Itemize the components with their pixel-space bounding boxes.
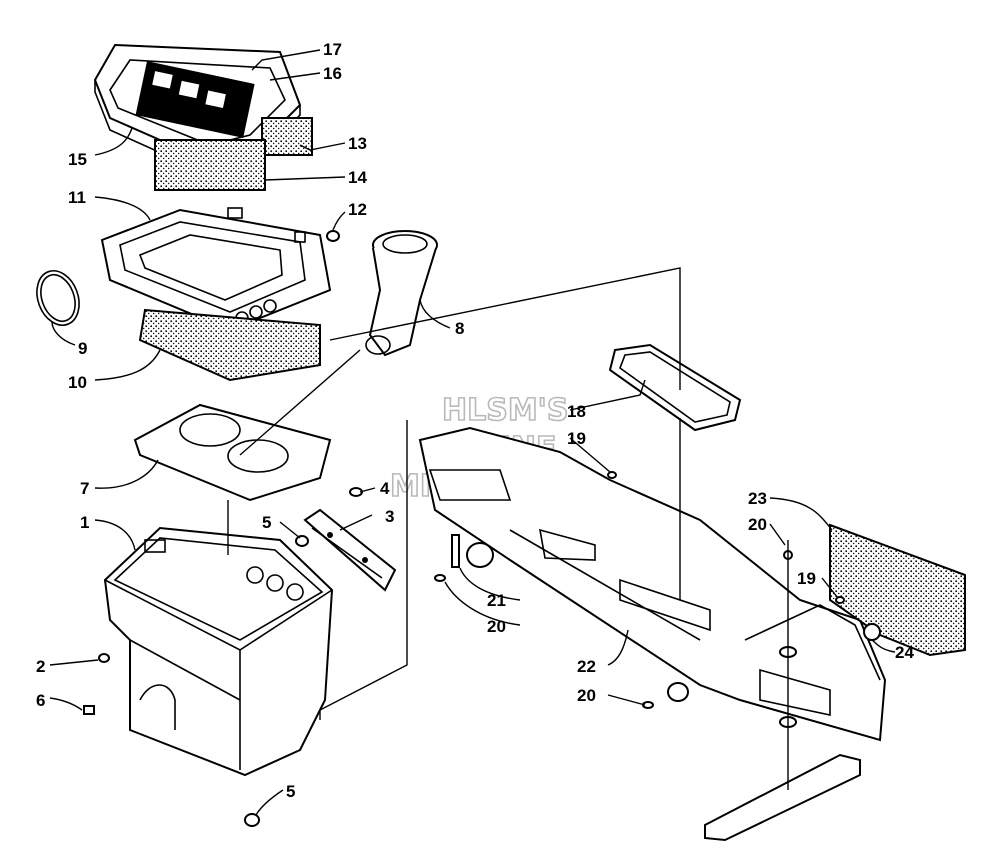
callout-20-left: 20 xyxy=(487,617,506,636)
callout-14: 14 xyxy=(348,168,367,187)
part-foam-10 xyxy=(138,308,321,382)
callout-15: 15 xyxy=(68,150,87,169)
callout-10: 10 xyxy=(68,373,87,392)
callout-21: 21 xyxy=(487,591,506,610)
callout-12: 12 xyxy=(348,200,367,219)
callout-17: 17 xyxy=(323,40,342,59)
part-bracket xyxy=(303,508,397,592)
callout-20-bottom: 20 xyxy=(577,686,596,705)
part-gasket-plate xyxy=(133,403,332,502)
callout-1: 1 xyxy=(80,513,89,532)
part-clamp xyxy=(36,270,80,326)
callout-6: 6 xyxy=(36,691,45,710)
part-tray xyxy=(100,207,332,332)
part-foam-23 xyxy=(829,523,966,657)
part-foam-pads-upper xyxy=(154,117,313,191)
callout-18: 18 xyxy=(567,402,586,421)
watermark-line-1: HLSM'S xyxy=(442,393,568,428)
callout-11: 11 xyxy=(68,188,86,207)
callout-5-lower: 5 xyxy=(286,782,295,801)
hardware-screws xyxy=(83,487,363,827)
callout-8: 8 xyxy=(455,319,464,338)
callout-20-right: 20 xyxy=(748,515,767,534)
part-gasket-18 xyxy=(608,343,742,432)
callout-22: 22 xyxy=(577,657,596,676)
callout-5-upper: 5 xyxy=(262,513,271,532)
callout-23: 23 xyxy=(748,489,767,508)
callout-24: 24 xyxy=(895,643,914,662)
callout-4: 4 xyxy=(380,479,390,498)
part-drain-tube xyxy=(704,753,861,842)
part-grommet-12 xyxy=(326,230,340,242)
callout-7: 7 xyxy=(80,479,89,498)
leader-lines xyxy=(49,49,896,816)
hardware-right xyxy=(434,471,881,728)
callout-9: 9 xyxy=(78,339,87,358)
callout-3: 3 xyxy=(385,507,394,526)
callout-19-upper: 19 xyxy=(567,429,586,448)
part-intake-boot xyxy=(365,230,438,357)
callout-13: 13 xyxy=(348,134,367,153)
callout-labels: 17 16 15 13 14 11 12 9 10 8 7 4 5 3 1 2 … xyxy=(36,40,914,801)
callout-2: 2 xyxy=(36,657,45,676)
callout-16: 16 xyxy=(323,64,342,83)
callout-19-right: 19 xyxy=(797,569,816,588)
part-airbox xyxy=(103,526,334,777)
